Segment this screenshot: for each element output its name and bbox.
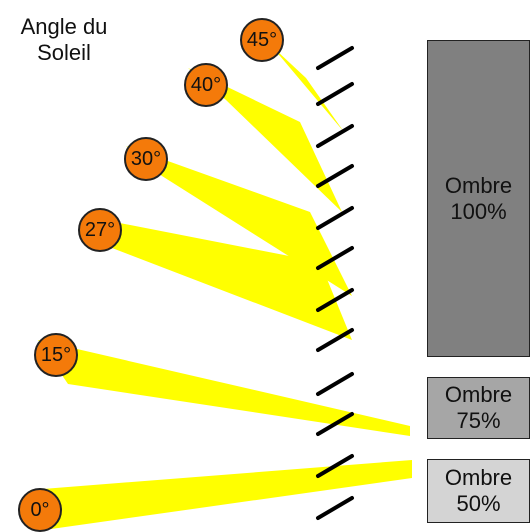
louver-slat-3 [316,124,354,148]
louver-slat-11 [316,454,354,478]
louver-slat-2 [316,82,354,106]
louvers-layer [316,46,354,520]
sun-15-label: 15° [40,343,72,366]
sun-30-label: 30° [130,147,162,170]
title-line-2: Soleil [37,40,91,65]
shade-box-75-value: 75% [456,408,501,433]
louver-slat-8 [316,328,354,352]
sun-0-label: 0° [30,498,50,521]
shade-box-50: Ombre 50% [427,459,530,523]
shade-box-50-label: Ombre [444,465,513,490]
beam-0 [30,460,412,530]
louver-slat-5 [316,206,354,230]
louver-slat-12 [316,496,354,520]
shade-box-100-label: Ombre [444,172,513,198]
sun-40-marker: 40° [184,63,228,107]
beam-27 [84,216,352,340]
shade-box-75: Ombre 75% [427,377,530,439]
sun-15-marker: 15° [34,333,78,377]
beam-15 [38,340,410,436]
louver-slat-10 [316,412,354,436]
louver-slat-4 [316,164,354,188]
louver-slat-1 [316,46,354,70]
louver-slat-7 [316,288,354,312]
shade-box-100: Ombre 100% [427,40,530,357]
shade-box-50-value: 50% [456,491,501,516]
louver-slat-6 [316,246,354,270]
sun-beams-layer [30,22,412,530]
sun-0-marker: 0° [18,488,62,532]
shade-box-75-label: Ombre [444,382,513,407]
shade-box-100-value: 100% [450,198,507,224]
sun-45-label: 45° [246,28,278,51]
sun-30-marker: 30° [124,137,168,181]
sun-27-marker: 27° [78,208,122,252]
diagram-title: Angle du Soleil [4,14,124,66]
title-line-1: Angle du [20,14,108,39]
sun-27-label: 27° [84,218,116,241]
sun-45-marker: 45° [240,18,284,62]
louver-slat-9 [316,372,354,396]
sun-40-label: 40° [190,73,222,96]
